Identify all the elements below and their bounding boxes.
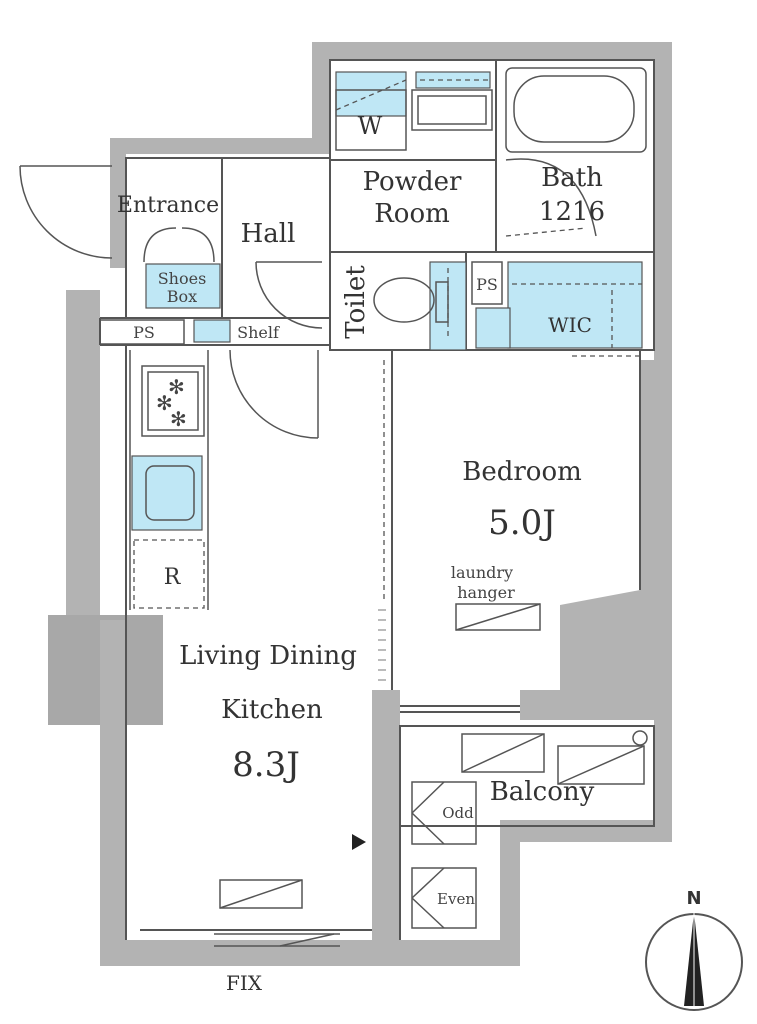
washer-pan	[335, 71, 407, 117]
refrigerator-space	[133, 539, 205, 609]
outer-walls	[48, 42, 672, 966]
arrow-icon	[352, 834, 366, 850]
shoes-box-label-1: Shoes	[158, 269, 207, 288]
balcony-label: Balcony	[490, 777, 595, 807]
powder-room-label-2: Room	[374, 199, 450, 229]
ldk-size: 8.3J	[232, 745, 300, 785]
bedroom-label: Bedroom	[462, 457, 582, 487]
laundry-hanger-label-1: laundry	[451, 563, 513, 582]
shoes-box-label-2: Box	[167, 287, 197, 306]
bedroom-size: 5.0J	[488, 503, 556, 543]
entrance-label: Entrance	[117, 193, 219, 218]
bathtub-icon	[513, 75, 635, 143]
toilet-icon	[373, 277, 435, 323]
shelf-unit	[193, 319, 231, 343]
north-compass: N	[645, 888, 743, 1011]
wic-shelf	[507, 261, 643, 349]
svg-text:✻: ✻	[168, 375, 185, 399]
washer-label: W	[358, 112, 383, 140]
wic-label: WIC	[548, 313, 592, 337]
even-label: Even	[437, 890, 475, 908]
ps-top-label: PS	[476, 275, 498, 294]
fix-window-label: FIX	[226, 971, 263, 995]
powder-room-label-1: Powder	[363, 167, 462, 197]
bath-label-1: Bath	[541, 163, 603, 193]
svg-text:✻: ✻	[156, 391, 173, 415]
ldk-label-1: Living Dining	[179, 641, 357, 671]
toilet-label: Toilet	[341, 265, 371, 339]
hall-label: Hall	[241, 219, 296, 249]
ps-left-label: PS	[133, 323, 155, 342]
laundry-hanger-label-2: hanger	[457, 583, 515, 602]
refrigerator-label: R	[164, 565, 182, 590]
wall-hatching	[378, 609, 386, 681]
doors	[19, 158, 597, 439]
fixture-outlines	[99, 67, 648, 947]
ldk-label-2: Kitchen	[221, 695, 323, 725]
svg-text:✻: ✻	[170, 407, 187, 431]
dashed-lines	[133, 79, 642, 609]
shoes-box	[145, 263, 221, 309]
stove-burner-icons: ✻ ✻ ✻	[156, 375, 187, 431]
odd-label: Odd	[442, 804, 474, 822]
shelf-label: Shelf	[237, 323, 280, 342]
bath-label-2: 1216	[539, 197, 605, 227]
kitchen-sink	[131, 455, 203, 531]
north-label: N	[686, 888, 701, 909]
